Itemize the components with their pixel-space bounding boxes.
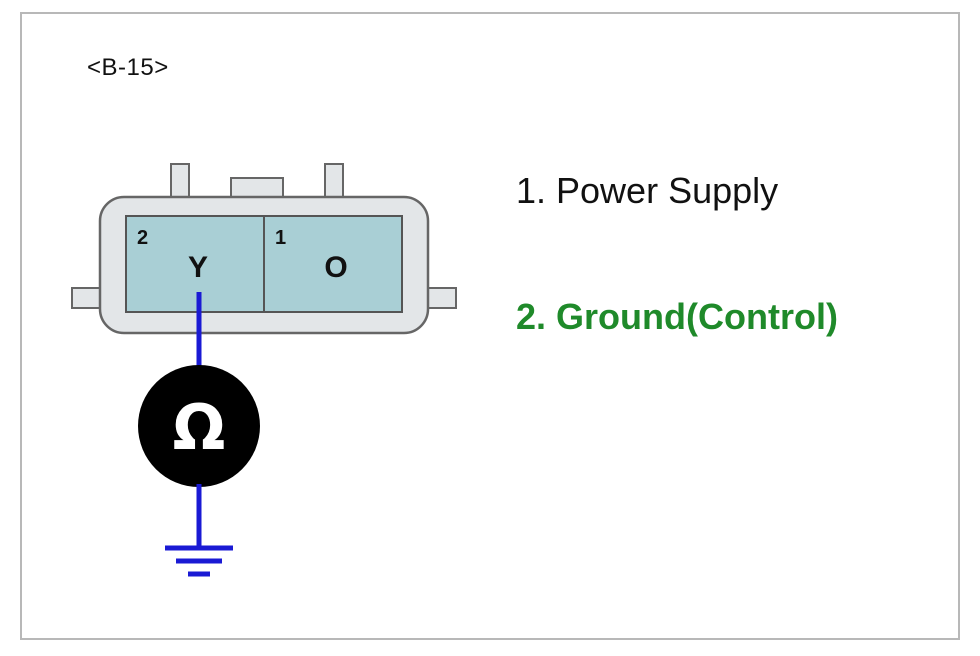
pin-number-1: 1 — [275, 227, 286, 249]
pin-number-2: 2 — [137, 227, 148, 249]
pin-wire-color-1: O — [324, 251, 347, 284]
legend-item-power-supply: 1. Power Supply — [516, 170, 779, 211]
connector-id-label: <B-15> — [87, 54, 169, 81]
legend-item-ground-control: 2. Ground(Control) — [516, 296, 838, 337]
connector-tab-left — [170, 163, 190, 201]
ohmmeter-body — [138, 365, 260, 487]
ground-icon — [165, 545, 233, 577]
pin-cavity-1 — [263, 215, 403, 313]
pin-wire-color-2: Y — [188, 251, 208, 284]
ohm-icon: Ω — [173, 391, 226, 464]
connector-tab-right — [324, 163, 344, 201]
